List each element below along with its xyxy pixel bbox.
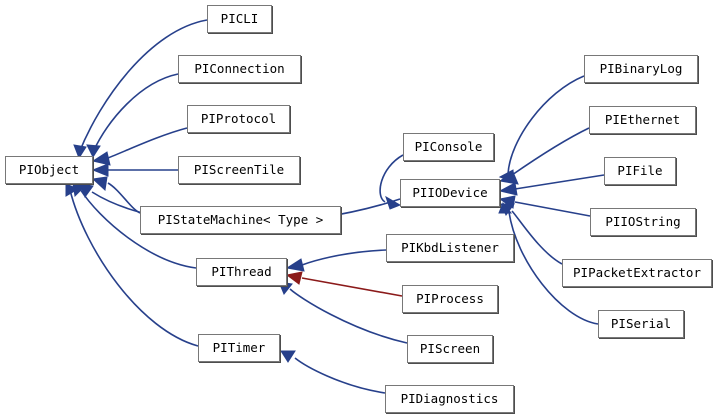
node-pithread[interactable]: PIThread: [196, 258, 287, 286]
node-piobject[interactable]: PIObject: [5, 156, 93, 184]
node-piiodevice[interactable]: PIIODevice: [400, 179, 500, 207]
node-label-pidiagnostics: PIDiagnostics: [400, 390, 499, 406]
node-piscreentile[interactable]: PIScreenTile: [178, 156, 300, 184]
node-label-piiodevice: PIIODevice: [412, 184, 488, 200]
node-label-pibinarylog: PIBinaryLog: [599, 60, 683, 76]
node-label-piiostring: PIIOString: [605, 213, 681, 229]
node-label-piconsole: PIConsole: [414, 138, 483, 154]
node-pifile[interactable]: PIFile: [604, 157, 676, 185]
node-pistatemachine[interactable]: PIStateMachine< Type >: [140, 206, 341, 234]
node-label-pistatemachine: PIStateMachine< Type >: [157, 211, 324, 227]
node-pibinarylog[interactable]: PIBinaryLog: [584, 55, 698, 83]
node-piprocess[interactable]: PIProcess: [402, 285, 498, 313]
node-piscreen[interactable]: PIScreen: [407, 335, 493, 363]
node-label-picli: PICLI: [220, 10, 259, 26]
node-pikbdlistener[interactable]: PIKbdListener: [386, 234, 514, 262]
node-label-piserial: PISerial: [610, 315, 672, 331]
node-label-piscreentile: PIScreenTile: [193, 161, 285, 177]
node-label-piconnection: PIConnection: [194, 60, 285, 76]
node-label-pithread: PIThread: [211, 263, 272, 279]
node-pidiagnostics[interactable]: PIDiagnostics: [385, 385, 514, 413]
node-piserial[interactable]: PISerial: [598, 310, 684, 338]
node-label-pitimer: PITimer: [212, 339, 266, 355]
node-pipacketextractor[interactable]: PIPacketExtractor: [562, 259, 712, 287]
node-piethernet[interactable]: PIEthernet: [589, 106, 696, 134]
node-label-pifile: PIFile: [617, 162, 663, 178]
node-label-piprotocol: PIProtocol: [200, 110, 277, 126]
node-label-pipacketextractor: PIPacketExtractor: [573, 264, 701, 280]
node-label-piprocess: PIProcess: [416, 290, 484, 306]
node-label-piscreen: PIScreen: [419, 340, 481, 356]
node-pitimer[interactable]: PITimer: [198, 334, 280, 362]
node-picli[interactable]: PICLI: [207, 5, 272, 33]
node-label-pikbdlistener: PIKbdListener: [401, 239, 499, 255]
node-label-piethernet: PIEthernet: [604, 111, 681, 127]
node-piiostring[interactable]: PIIOString: [590, 208, 696, 236]
node-piconsole[interactable]: PIConsole: [403, 133, 494, 161]
node-piconnection[interactable]: PIConnection: [178, 55, 301, 83]
node-piprotocol[interactable]: PIProtocol: [187, 105, 290, 133]
node-label-piobject: PIObject: [18, 161, 80, 177]
